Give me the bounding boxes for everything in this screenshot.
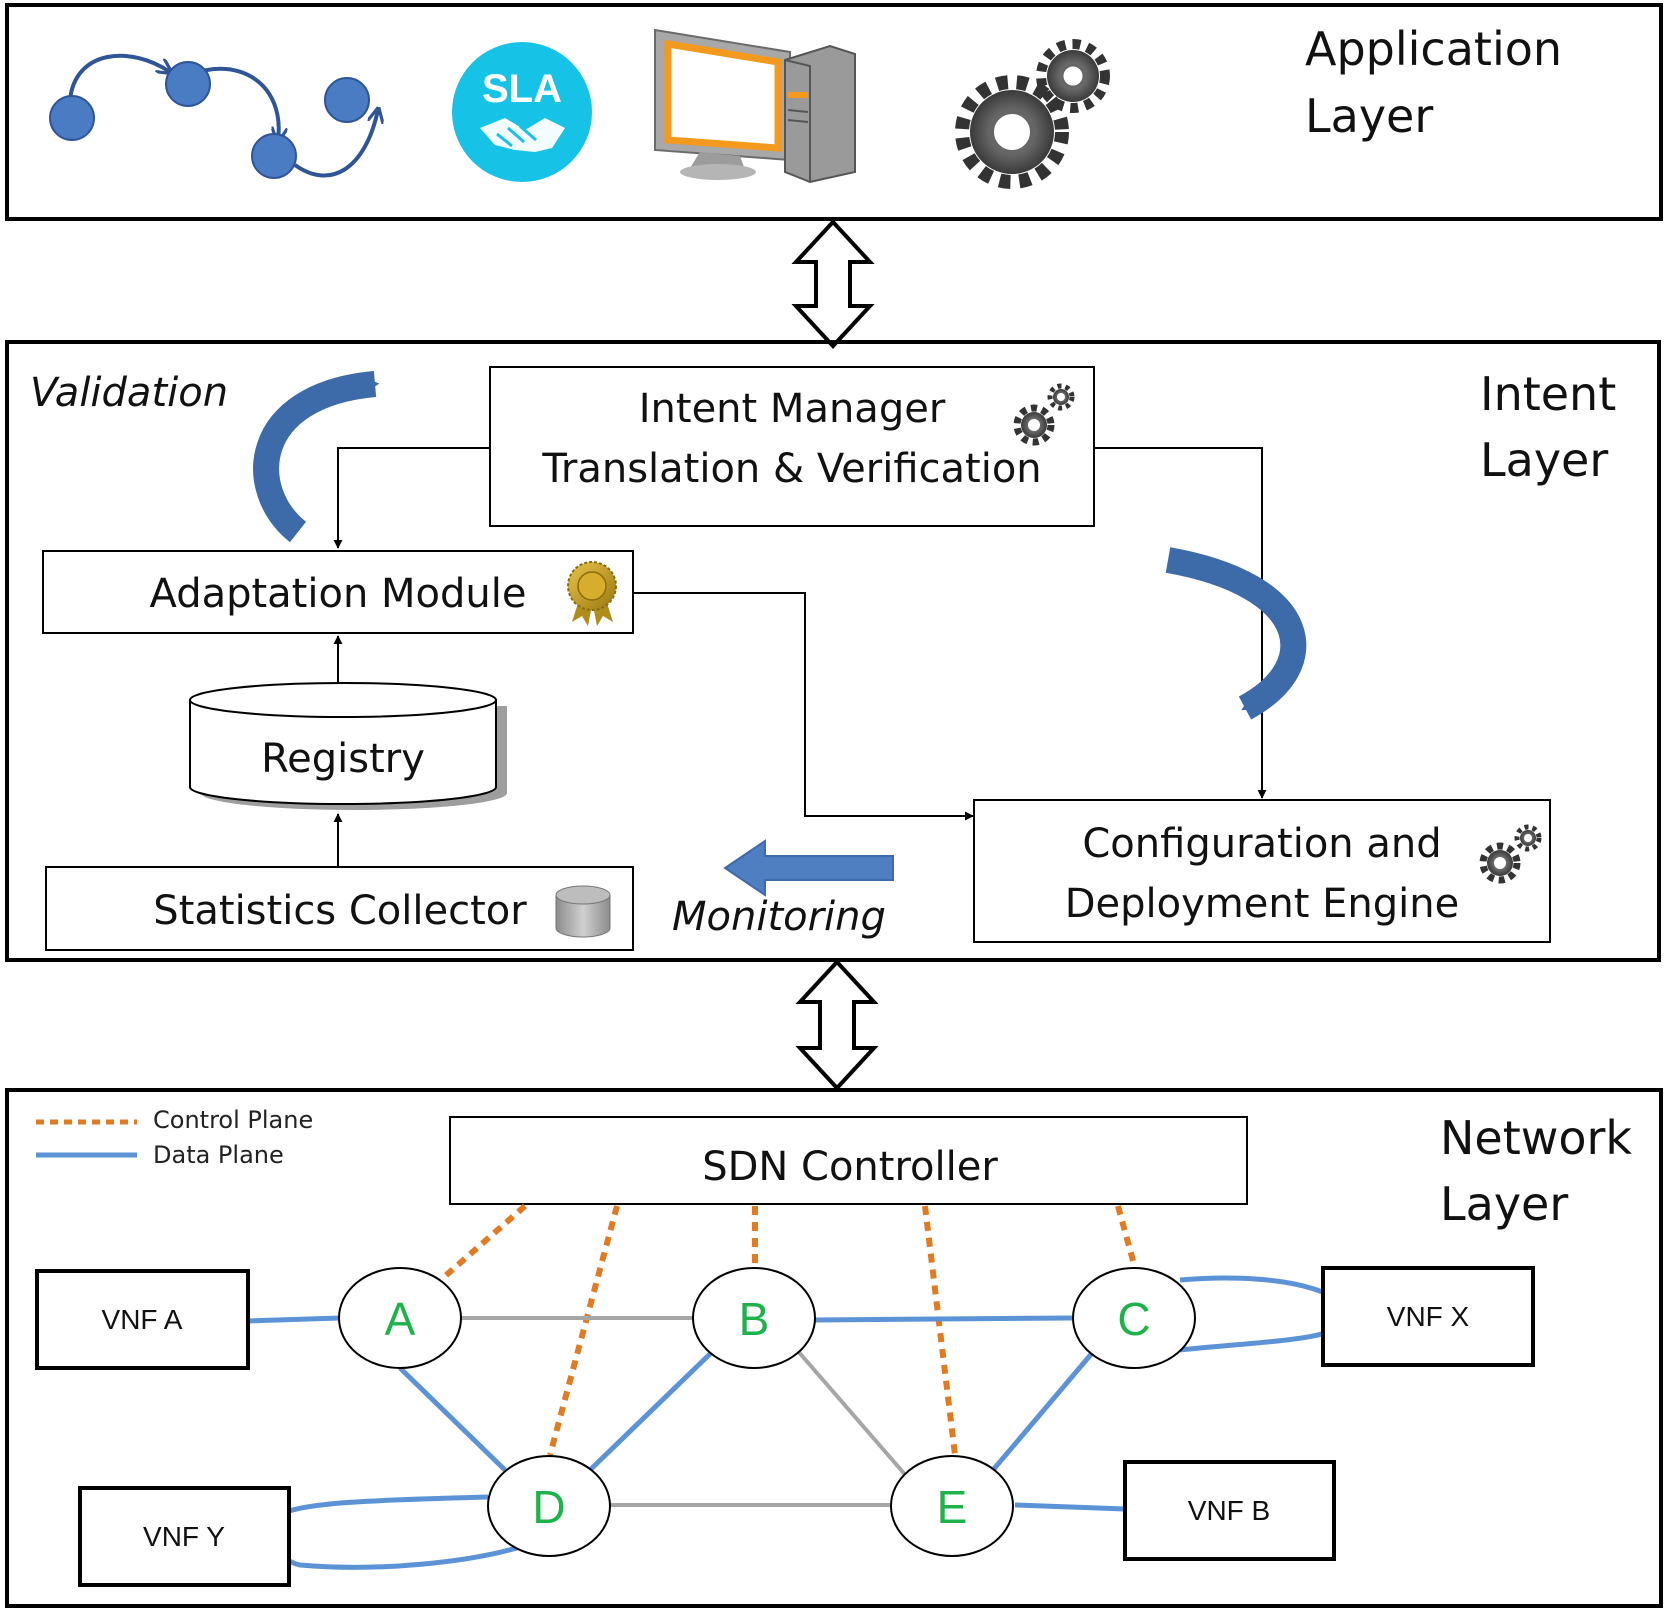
legend-data-plane-label: Data Plane: [153, 1141, 284, 1169]
gears-icon: [955, 39, 1110, 189]
validation-flow-arrow: [253, 371, 380, 543]
node-b-label: B: [739, 1293, 770, 1345]
network-layer-title-2: Layer: [1440, 1177, 1568, 1231]
config-engine-subtitle: Deployment Engine: [1065, 881, 1459, 927]
intent-network-double-arrow: [795, 959, 879, 1091]
node-e: E: [890, 1455, 1014, 1557]
database-icon: [555, 885, 611, 938]
app-intent-double-arrow: [791, 219, 875, 349]
node-d-label: D: [532, 1481, 565, 1533]
intent-layer-frame: [5, 340, 1661, 962]
statistics-collector-box: Statistics Collector: [45, 866, 634, 951]
intent-manager-title: Intent Manager: [639, 386, 946, 432]
monitoring-flow-arrow: [723, 839, 894, 897]
link-e-vnfb: [1014, 1502, 1126, 1512]
sdn-controller-box: SDN Controller: [449, 1116, 1248, 1205]
application-layer-title-1: Application: [1305, 22, 1562, 76]
config-engine-title: Configuration and: [1082, 821, 1441, 867]
application-layer-title-2: Layer: [1305, 89, 1433, 143]
control-link-d: [547, 1205, 620, 1456]
node-e-label: E: [937, 1481, 968, 1533]
adaptation-module-box: Adaptation Module: [42, 550, 634, 634]
validation-label: Validation: [30, 370, 228, 416]
network-layer-frame: [5, 1088, 1663, 1608]
gears-icon: [1013, 383, 1075, 446]
intent-layer: Intent Layer Intent Manager Translation …: [5, 340, 1661, 962]
deployment-flow-arrow: [1165, 547, 1307, 720]
legend-control-plane-label: Control Plane: [153, 1106, 313, 1134]
intent-layer-title-2: Layer: [1480, 433, 1608, 487]
link-d-b: [588, 1350, 714, 1472]
vnf-a-box: VNF A: [35, 1269, 250, 1370]
control-link-a: [441, 1203, 527, 1281]
intent-manager-subtitle: Translation & Verification: [541, 446, 1041, 492]
network-layer: Network Layer Control Plane Data Plane S…: [5, 1088, 1663, 1608]
link-vnfa-a: [247, 1315, 341, 1324]
award-badge-icon: [567, 561, 617, 626]
monitoring-label: Monitoring: [672, 894, 886, 940]
inactive-links: [460, 1316, 910, 1507]
control-plane-links: [441, 1203, 1138, 1456]
sla-handshake-icon: SLA: [452, 42, 592, 182]
vnf-b-box: VNF B: [1123, 1460, 1336, 1561]
link-b-c: [814, 1315, 1073, 1323]
config-deployment-engine-box: Configuration and Deployment Engine: [973, 799, 1551, 943]
intent-layer-title-1: Intent: [1480, 367, 1616, 421]
vnf-x-box: VNF X: [1321, 1266, 1535, 1367]
registry-cylinder: Registry: [189, 682, 507, 810]
statistics-collector-label: Statistics Collector: [153, 888, 527, 934]
link-c-e: [991, 1350, 1095, 1472]
workflow-icon: [49, 53, 378, 179]
node-c-label: C: [1117, 1293, 1150, 1345]
intent-manager-box: Intent Manager Translation & Verificatio…: [489, 366, 1095, 527]
node-b: B: [692, 1267, 816, 1369]
vnf-y-box: VNF Y: [78, 1486, 291, 1587]
node-a-label: A: [385, 1293, 416, 1345]
gears-icon: [1479, 824, 1542, 884]
vnf-a-label: VNF A: [102, 1304, 183, 1335]
computer-icon: [654, 28, 856, 184]
link-a-d: [398, 1366, 507, 1472]
registry-label: Registry: [261, 736, 425, 782]
application-layer: Application Layer SLA: [5, 3, 1663, 221]
sla-icon-text: SLA: [482, 67, 562, 111]
node-d: D: [487, 1455, 611, 1557]
link-b-e: [795, 1348, 910, 1480]
link-d-vnfy-loop: [270, 1494, 521, 1570]
sdn-controller-label: SDN Controller: [702, 1144, 998, 1190]
network-layer-title-1: Network: [1440, 1111, 1632, 1165]
control-link-e: [922, 1205, 958, 1456]
vnf-y-label: VNF Y: [143, 1521, 225, 1552]
adaptation-module-label: Adaptation Module: [150, 571, 527, 617]
legend: Control Plane Data Plane: [36, 1106, 313, 1169]
control-link-c: [1115, 1205, 1138, 1269]
node-a: A: [338, 1267, 462, 1369]
vnf-b-label: VNF B: [1188, 1495, 1270, 1526]
vnf-x-label: VNF X: [1387, 1301, 1470, 1332]
node-c: C: [1072, 1267, 1196, 1369]
